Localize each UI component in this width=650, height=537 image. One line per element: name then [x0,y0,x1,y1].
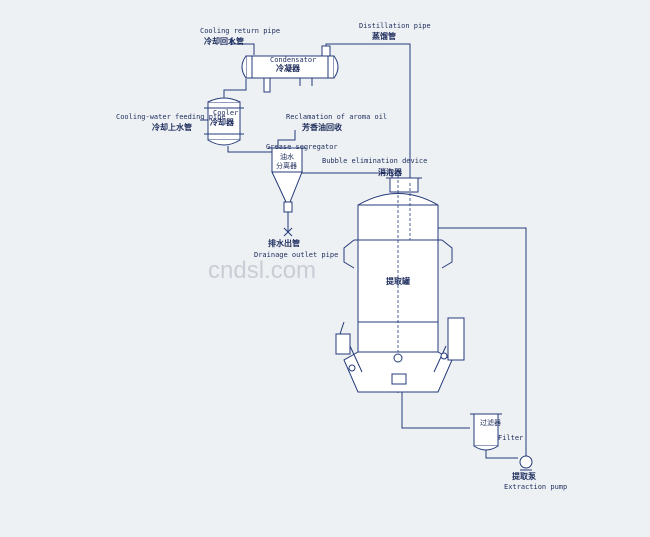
label-cooler-zh: 冷却器 [210,117,235,127]
filter [470,413,502,451]
label-cooling-feed-zh: 冷却上水管 [152,122,192,132]
condensator-right-head [333,55,339,79]
label-condensator-zh: 冷凝器 [276,63,301,73]
extraction-pump [519,455,533,471]
cooler-bottom-head [207,139,241,146]
right-actuator-cylinder [447,317,465,361]
label-cooling-feed-en: Cooling-water feeding pipe [116,113,226,121]
label-grease-en: Grease segregator [266,143,338,151]
label-filter-en: Filter [498,434,523,442]
label-cooler-en: Cooler [213,109,238,117]
segregator-cone [271,171,303,203]
label-bubble-zh: 消泡器 [378,167,403,177]
condensator [241,45,339,93]
label-distillation-en: Distillation pipe [359,22,431,30]
cooling-return-pipe [230,38,255,55]
segregator-outlet [283,201,293,213]
label-grease-zh-2: 分离器 [276,161,297,170]
bubble-device [389,177,419,193]
condensator-outlet-nozzle [263,77,271,93]
label-drain-en: Drainage outlet pipe [254,251,338,259]
label-aroma-zh: 芳香油回收 [302,122,342,132]
tank-bottom-jacket [343,351,453,393]
left-actuator-cylinder [335,333,351,355]
pump-body [519,455,533,469]
grease-segregator [268,147,306,237]
left-actuator-pivot [348,364,356,372]
label-drain-zh: 排水出管 [268,238,300,248]
label-aroma-en: Reclamation of aroma oil [286,113,387,121]
label-bubble-en: Bubble elimination device [322,157,427,165]
segregator-body [271,147,303,173]
tank-left-lug [343,239,355,269]
label-distillation-zh: 蒸馏管 [372,31,396,41]
right-actuator-pivot [440,352,448,360]
label-filter-zh: 过滤器 [480,418,501,427]
label-cooling-return-zh: 冷却回水管 [204,36,244,46]
label-pump-zh: 提取泵 [512,471,536,481]
label-grease-zh-1: 油水 [280,152,294,161]
label-cooling-return-en: Cooling return pipe [200,27,280,35]
label-tank-zh: 提取罐 [386,276,410,286]
cooler-to-segregator-pipe [227,130,296,153]
tank-to-filter-pipe [401,392,470,429]
extraction-tank [335,170,465,394]
condensator-to-cooler-pipe [223,79,247,100]
tank-right-lug [441,239,453,269]
circulation-pipe [438,227,527,458]
cooler-top-head [207,97,241,103]
condensator-inlet-nozzle [321,45,331,57]
label-condensator-en: Condensator [270,56,316,64]
condensator-left-head [241,55,247,79]
cooler [204,97,244,146]
tank-bottom-door [391,373,407,385]
label-pump-en: Extraction pump [504,483,567,491]
filter-bottom [473,445,499,451]
watermark: cndsl.com [208,257,316,284]
drain-valve-icon [283,227,293,237]
tank-discharge-port [393,353,403,363]
